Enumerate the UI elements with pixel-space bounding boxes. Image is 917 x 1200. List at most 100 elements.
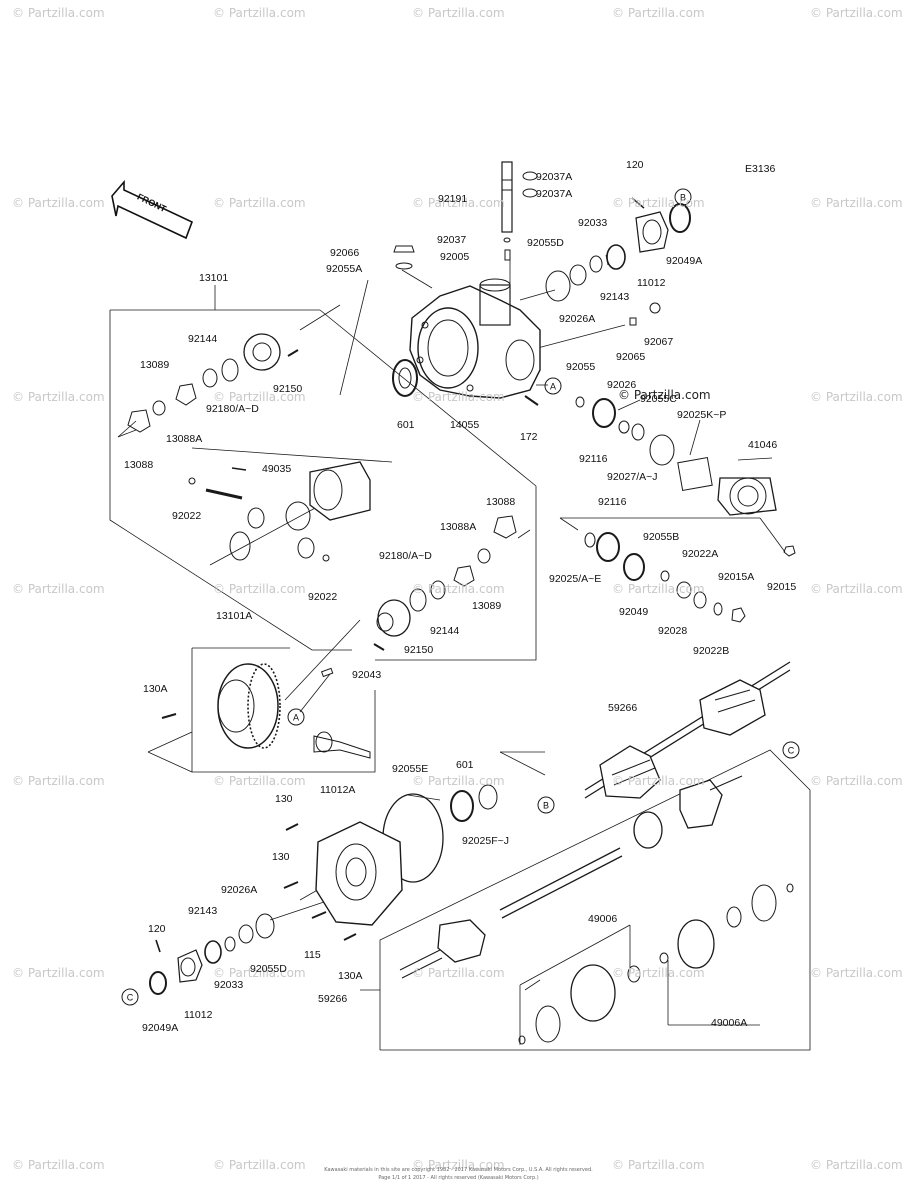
part-label[interactable]: 92015A (718, 571, 755, 583)
part-label[interactable]: 92022B (693, 645, 730, 657)
part-label[interactable]: 59266 (608, 702, 638, 714)
part-label[interactable]: 92033 (214, 979, 244, 991)
watermark: © Partzilla.com (612, 196, 705, 210)
part-label[interactable]: 92055E (392, 763, 429, 775)
part-label[interactable]: 92144 (430, 625, 460, 637)
part-label[interactable]: 92049 (619, 606, 649, 618)
part-label[interactable]: 120 (626, 159, 644, 171)
part-label[interactable]: 13101A (216, 610, 253, 622)
bolt-92150-top (287, 349, 299, 357)
part-label[interactable]: 92022 (308, 591, 338, 603)
washer-92028 (676, 581, 692, 599)
part-label[interactable]: 92150 (404, 644, 434, 656)
nut-92015A (731, 607, 746, 623)
part-label[interactable]: 13088 (486, 496, 516, 508)
part-label[interactable]: 92180/A~D (206, 403, 259, 415)
part-label[interactable]: 92026A (221, 884, 258, 896)
part-label[interactable]: 11012 (637, 277, 666, 289)
part-label[interactable]: 11012A (320, 784, 356, 796)
diagram-code: E3136 (745, 163, 776, 175)
watermark: © Partzilla.com (612, 6, 705, 20)
part-label[interactable]: 92033 (578, 217, 608, 229)
part-label[interactable]: 92025F~J (462, 835, 509, 847)
part-label[interactable]: 130A (143, 683, 168, 695)
part-label[interactable]: 92049A (666, 255, 703, 267)
part-label[interactable]: 92150 (273, 383, 303, 395)
clamp-49006A-mid (726, 906, 742, 928)
part-label[interactable]: 92026A (559, 313, 596, 325)
part-label[interactable]: 13089 (472, 600, 502, 612)
callout-A-upper (544, 377, 562, 395)
watermark: © Partzilla.com (810, 6, 903, 20)
washer-92144-left (202, 368, 218, 388)
part-label[interactable]: 92037A (536, 171, 573, 183)
part-label[interactable]: 130 (275, 793, 293, 805)
part-label[interactable]: 92055D (527, 237, 564, 249)
watermark: © Partzilla.com (612, 774, 705, 788)
watermark: © Partzilla.com (810, 196, 903, 210)
diff-flange-mid (376, 599, 411, 637)
part-label[interactable]: 13089 (140, 359, 170, 371)
part-label[interactable]: 92055B (643, 531, 680, 543)
part-label[interactable]: 92015 (767, 581, 797, 593)
part-label[interactable]: 13088A (166, 433, 203, 445)
pin-49035 (231, 467, 247, 471)
part-label[interactable]: 92143 (600, 291, 630, 303)
callout-A-lower (287, 708, 305, 726)
part-label[interactable]: 130A (338, 970, 363, 982)
part-label[interactable]: 92055D (250, 963, 287, 975)
part-label[interactable]: 92028 (658, 625, 688, 637)
part-label[interactable]: 601 (456, 759, 474, 771)
part-label[interactable]: 92025/A~E (549, 573, 602, 585)
seal-601-top (392, 359, 418, 397)
part-label[interactable]: 92027/A~J (607, 471, 658, 483)
part-label[interactable]: 92067 (644, 336, 674, 348)
part-label[interactable]: 601 (397, 419, 415, 431)
part-label[interactable]: 49035 (262, 463, 292, 475)
part-label[interactable]: 92005 (440, 251, 470, 263)
part-label[interactable]: 49006A (711, 1017, 748, 1029)
part-label[interactable]: 172 (520, 431, 538, 443)
part-label[interactable]: 13101 (199, 272, 229, 284)
part-label[interactable]: 49006 (588, 913, 618, 925)
part-label[interactable]: 130 (272, 851, 290, 863)
part-label[interactable]: 92037A (536, 188, 573, 200)
part-label[interactable]: 92037 (437, 234, 467, 246)
part-label[interactable]: 92025K~P (677, 409, 727, 421)
part-label[interactable]: 92180/A~D (379, 550, 432, 562)
driveshaft-59266-top (584, 661, 791, 799)
part-label[interactable]: 13088A (440, 521, 477, 533)
part-label[interactable]: 92049A (142, 1022, 179, 1034)
ring-92033-top (589, 255, 603, 273)
part-label[interactable]: 115 (304, 949, 321, 961)
part-label[interactable]: 92026 (607, 379, 637, 391)
gear-diff-4 (297, 537, 315, 559)
part-label[interactable]: 92065 (616, 351, 646, 363)
part-label[interactable]: 92043 (352, 669, 382, 681)
part-label[interactable]: 13088 (124, 459, 154, 471)
part-label[interactable]: 92116 (598, 496, 627, 508)
part-label[interactable]: 92055C (640, 393, 677, 405)
part-label[interactable]: 92022A (682, 548, 719, 560)
part-label[interactable]: 41046 (748, 439, 778, 451)
callout-C-left-text: C (127, 993, 134, 1003)
part-label[interactable]: 92191 (438, 193, 468, 205)
bolt-130-a (285, 823, 299, 831)
part-label[interactable]: 59266 (318, 993, 348, 1005)
part-label[interactable]: 92022 (172, 510, 202, 522)
ring-92022A (693, 591, 707, 609)
washer-92026 (618, 420, 630, 434)
washer-92144-right (430, 580, 446, 600)
cover-11012A (315, 821, 403, 926)
part-label[interactable]: 92116 (579, 453, 608, 465)
part-label[interactable]: 11012 (184, 1009, 213, 1021)
part-label[interactable]: 92055 (566, 361, 596, 373)
part-label[interactable]: 14055 (450, 419, 480, 431)
part-label[interactable]: 92143 (188, 905, 218, 917)
part-label[interactable]: 120 (148, 923, 166, 935)
washer-92180-right (409, 588, 427, 612)
part-label[interactable]: 92066 (330, 247, 360, 259)
part-label[interactable]: 92055A (326, 263, 363, 275)
part-label[interactable]: 92144 (188, 333, 218, 345)
watermark: © Partzilla.com (12, 390, 105, 404)
